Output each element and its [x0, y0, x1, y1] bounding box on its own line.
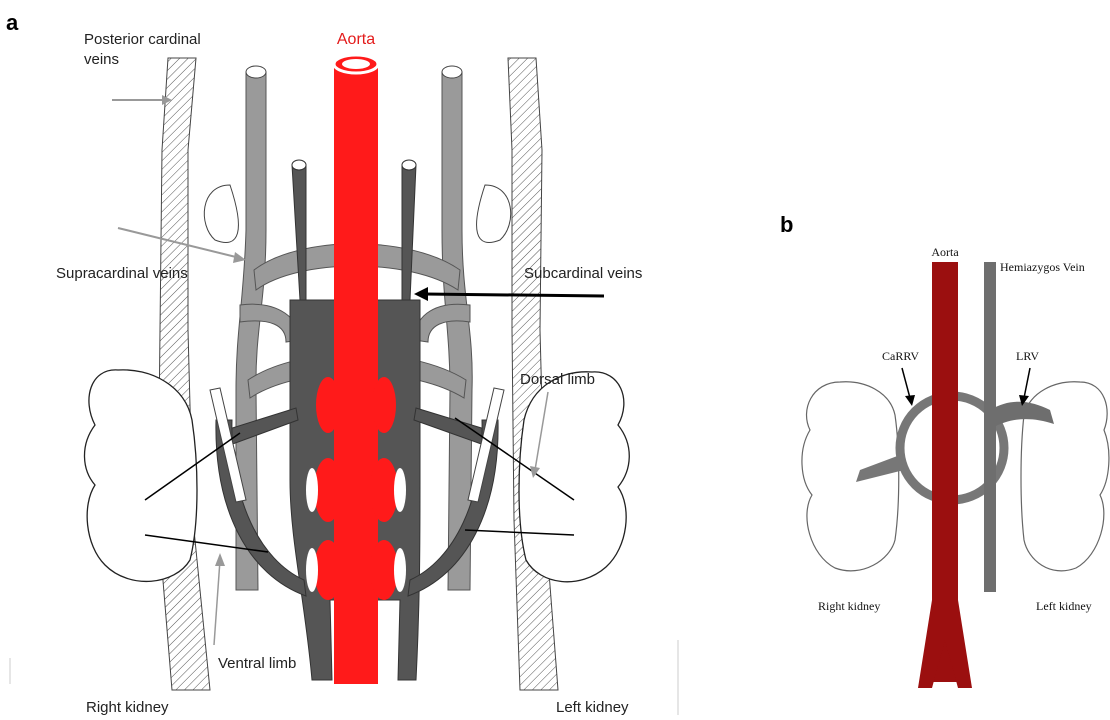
label-carrv: CaRRV	[882, 349, 919, 363]
label-ventral-limb: Ventral limb	[218, 655, 296, 672]
left-kidney-a	[519, 372, 629, 582]
left-white-arch	[477, 185, 511, 243]
panel-a: a	[6, 10, 678, 716]
label-lrv: LRV	[1016, 349, 1039, 363]
label-dorsal-limb: Dorsal limb	[520, 371, 595, 388]
label-aorta-b: Aorta	[931, 245, 959, 259]
label-posterior-cardinal-line1: Posterior cardinal	[84, 31, 201, 48]
right-kidney-b	[802, 382, 899, 571]
label-right-kidney-a: Right kidney	[86, 699, 169, 716]
panel-a-letter: a	[6, 10, 19, 35]
label-supracardinal-veins: Supracardinal veins	[56, 265, 188, 282]
panel-b: b Aorta Hemiazygos Vein CaRRV LRV Right …	[780, 212, 1109, 688]
label-right-kidney-b: Right kidney	[818, 599, 880, 613]
aorta-a	[334, 62, 378, 684]
label-left-kidney-b: Left kidney	[1036, 599, 1092, 613]
label-aorta-a: Aorta	[337, 31, 375, 48]
label-posterior-cardinal-line2: veins	[84, 51, 119, 68]
posterior-cardinal-vein-right	[158, 58, 210, 690]
label-subcardinal-veins: Subcardinal veins	[524, 265, 642, 282]
panel-b-letter: b	[780, 212, 793, 237]
label-hemiazygos-vein: Hemiazygos Vein	[1000, 260, 1085, 274]
hemiazygos-vein	[984, 262, 996, 592]
label-left-kidney-a: Left kidney	[556, 699, 629, 716]
right-white-arch	[204, 185, 238, 243]
